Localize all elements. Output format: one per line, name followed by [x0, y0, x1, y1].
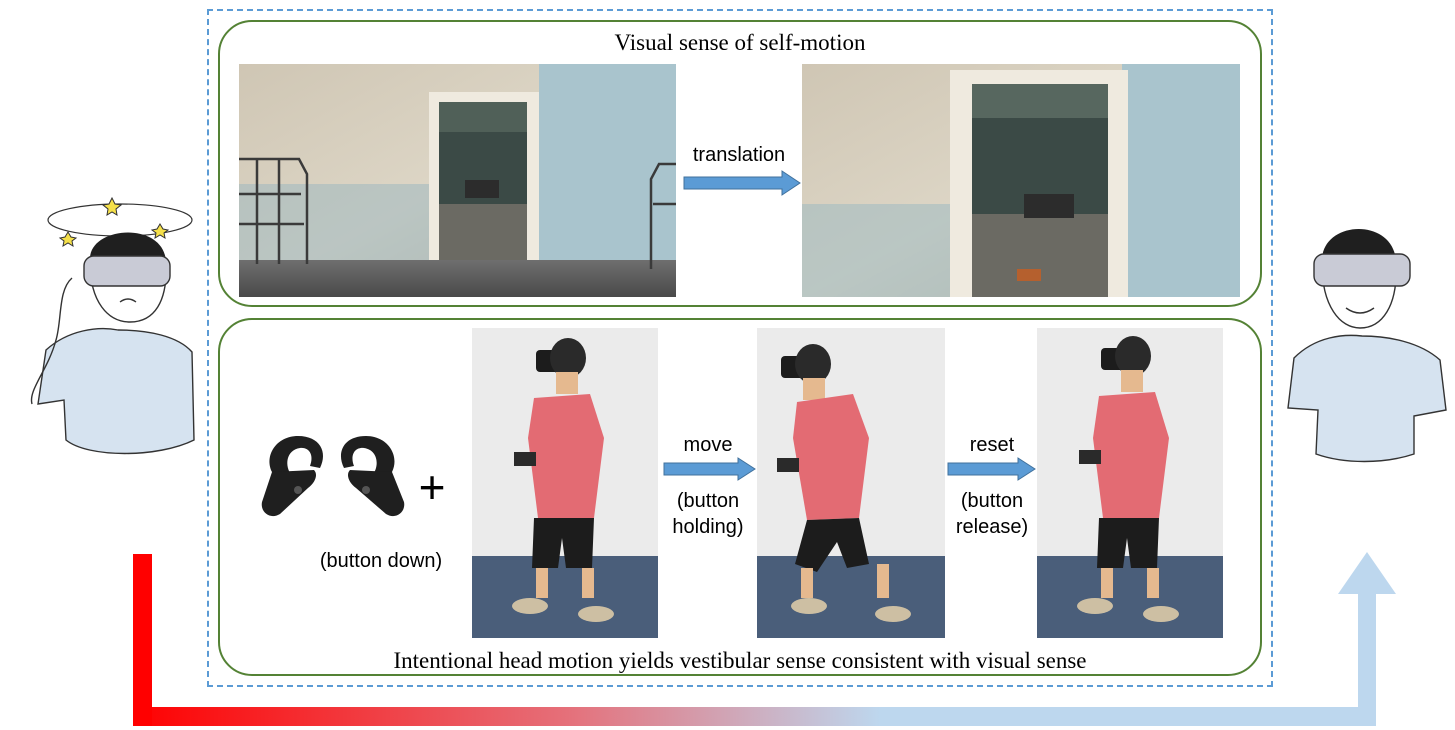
- room-scene-after: [802, 64, 1240, 297]
- button-down-label: (button down): [319, 550, 443, 572]
- vr-controllers-icon: [261, 436, 405, 517]
- head-motion-panel: [218, 318, 1262, 676]
- system-frame: [207, 9, 1273, 687]
- room-scene-before: [239, 64, 676, 297]
- reset-sub-line2: release): [955, 516, 1029, 538]
- person-photo-start: [472, 328, 658, 638]
- translation-arrow: [683, 170, 801, 196]
- move-label: move: [683, 434, 733, 456]
- happy-user-icon: [1287, 228, 1447, 463]
- visual-sense-panel: [218, 20, 1262, 307]
- person-photo-move: [757, 328, 945, 638]
- reset-sub-line1: (button: [960, 490, 1024, 512]
- person-photo-reset: [1037, 328, 1223, 638]
- translation-label: translation: [692, 144, 786, 166]
- reset-label: reset: [969, 434, 1015, 456]
- dizzy-user-icon: [30, 196, 195, 455]
- plus-sign: +: [418, 461, 446, 513]
- move-arrow: [663, 457, 756, 481]
- visual-sense-title: Visual sense of self-motion: [614, 30, 866, 55]
- move-sub-line1: (button: [676, 490, 740, 512]
- reset-arrow: [947, 457, 1036, 481]
- head-motion-caption: Intentional head motion yields vestibula…: [393, 648, 1087, 673]
- move-sub-line2: holding): [672, 516, 744, 538]
